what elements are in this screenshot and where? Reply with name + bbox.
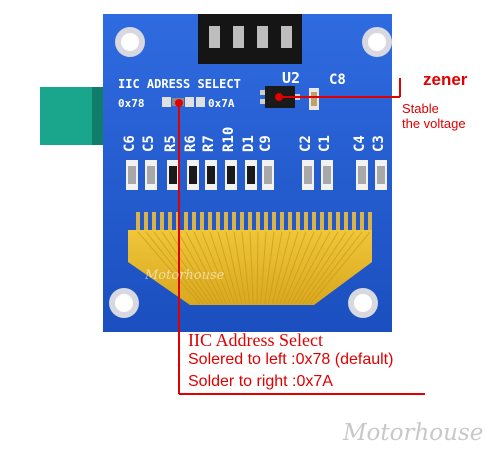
- stable-label-line2: the voltage: [402, 116, 466, 131]
- silkscreen-c8: C8: [329, 72, 346, 88]
- iic-heading: IIC Address Select: [188, 330, 323, 350]
- solder-right-text: Solder to right :0x7A: [188, 373, 333, 390]
- smd-components-row: [126, 160, 387, 190]
- silkscreen-addr-right: 0x7A: [208, 97, 235, 110]
- flex-watermark: Motorhouse: [145, 268, 225, 283]
- silkscreen-label-c6: C6: [122, 135, 138, 152]
- pin-header: [198, 14, 302, 64]
- mounting-hole-bottom-left: [109, 288, 139, 318]
- silkscreen-label-c5: C5: [141, 135, 157, 152]
- silkscreen-label-c2: C2: [298, 135, 314, 152]
- stable-label-line1: Stable: [402, 101, 439, 116]
- mounting-hole-top-left: [115, 27, 145, 57]
- silkscreen-label-c1: C1: [317, 135, 333, 152]
- corner-watermark: Motorhouse: [343, 420, 484, 446]
- zener-label: zener: [423, 70, 468, 89]
- silkscreen-label-c4: C4: [352, 135, 368, 152]
- c8-capacitor: [309, 88, 319, 110]
- silkscreen-label-c3: C3: [371, 135, 387, 152]
- silkscreen-label-r5: R5: [163, 135, 179, 152]
- silkscreen-label-r10: R10: [221, 126, 237, 152]
- mounting-hole-top-right: [362, 27, 392, 57]
- flex-contact-pins: [136, 212, 372, 232]
- silkscreen-addr-left: 0x78: [118, 97, 145, 110]
- silkscreen-label-r7: R7: [201, 135, 217, 152]
- silkscreen-u2: U2: [282, 69, 301, 87]
- address-jumper-pads: [162, 97, 205, 107]
- silkscreen-label-c9: C9: [258, 135, 274, 152]
- silkscreen-label-d1: D1: [241, 135, 257, 152]
- silkscreen-iic-title: IIC ADRESS SELECT: [118, 77, 241, 91]
- annotation-lines: [178, 78, 425, 395]
- silkscreen-label-r6: R6: [183, 135, 199, 152]
- mounting-hole-bottom-right: [348, 288, 378, 318]
- solder-left-text: Solered to left :0x78 (default): [188, 351, 394, 368]
